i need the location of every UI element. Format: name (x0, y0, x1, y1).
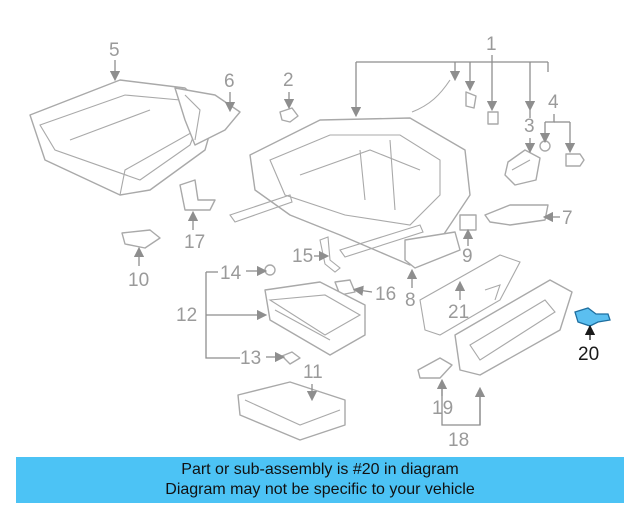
callout-10: 10 (128, 270, 149, 291)
side-trim-panel-part (454, 279, 573, 376)
cushion-heater-part (174, 87, 241, 146)
callout-3: 3 (524, 116, 535, 137)
frame-wire-part (419, 254, 521, 336)
wire-harness-part (411, 79, 451, 113)
seat-cushion-part (29, 79, 216, 196)
motor-part (504, 149, 541, 186)
callout-13: 13 (240, 348, 261, 369)
cover-part (459, 214, 477, 231)
small-clip-part (281, 351, 301, 365)
side-shield-part (404, 231, 461, 269)
callout-6: 6 (224, 71, 235, 92)
switch-part (487, 111, 499, 125)
banner-line-2: Diagram may not be specific to your vehi… (165, 481, 475, 498)
cable-bracket-part (319, 236, 341, 273)
callout-4: 4 (548, 92, 559, 113)
callout-1: 1 (486, 34, 497, 55)
bracket-part (179, 179, 216, 211)
clip-part (279, 107, 299, 123)
callout-21: 21 (448, 302, 469, 323)
info-banner: Part or sub-assembly is #20 in diagram D… (16, 457, 624, 503)
callout-5: 5 (109, 40, 120, 61)
callout-16: 16 (375, 284, 396, 305)
callout-19: 19 (432, 398, 453, 419)
callout-17: 17 (184, 232, 205, 253)
callout-12: 12 (176, 305, 197, 326)
storage-box-part (264, 281, 366, 356)
banner-line-1: Part or sub-assembly is #20 in diagram (181, 461, 459, 478)
callout-11: 11 (303, 362, 323, 383)
lever-part (417, 357, 453, 379)
callout-2: 2 (283, 70, 294, 91)
grommet-part (264, 264, 276, 276)
callout-7: 7 (562, 208, 573, 229)
callout-20: 20 (578, 344, 599, 365)
drawer-part (237, 381, 346, 441)
connector-part (465, 91, 477, 109)
seat-frame-part (229, 117, 471, 266)
callout-14: 14 (220, 263, 242, 284)
parts-diagram: 5 6 2 17 10 1 (29, 34, 611, 451)
screw-part-highlighted (574, 307, 611, 327)
callout-9: 9 (462, 246, 473, 267)
trim-bracket-part (484, 204, 549, 226)
callout-15: 15 (292, 246, 313, 267)
callout-8: 8 (405, 290, 416, 311)
pad-part (121, 229, 161, 249)
bolt-part (539, 140, 585, 167)
callout-18: 18 (448, 430, 469, 451)
